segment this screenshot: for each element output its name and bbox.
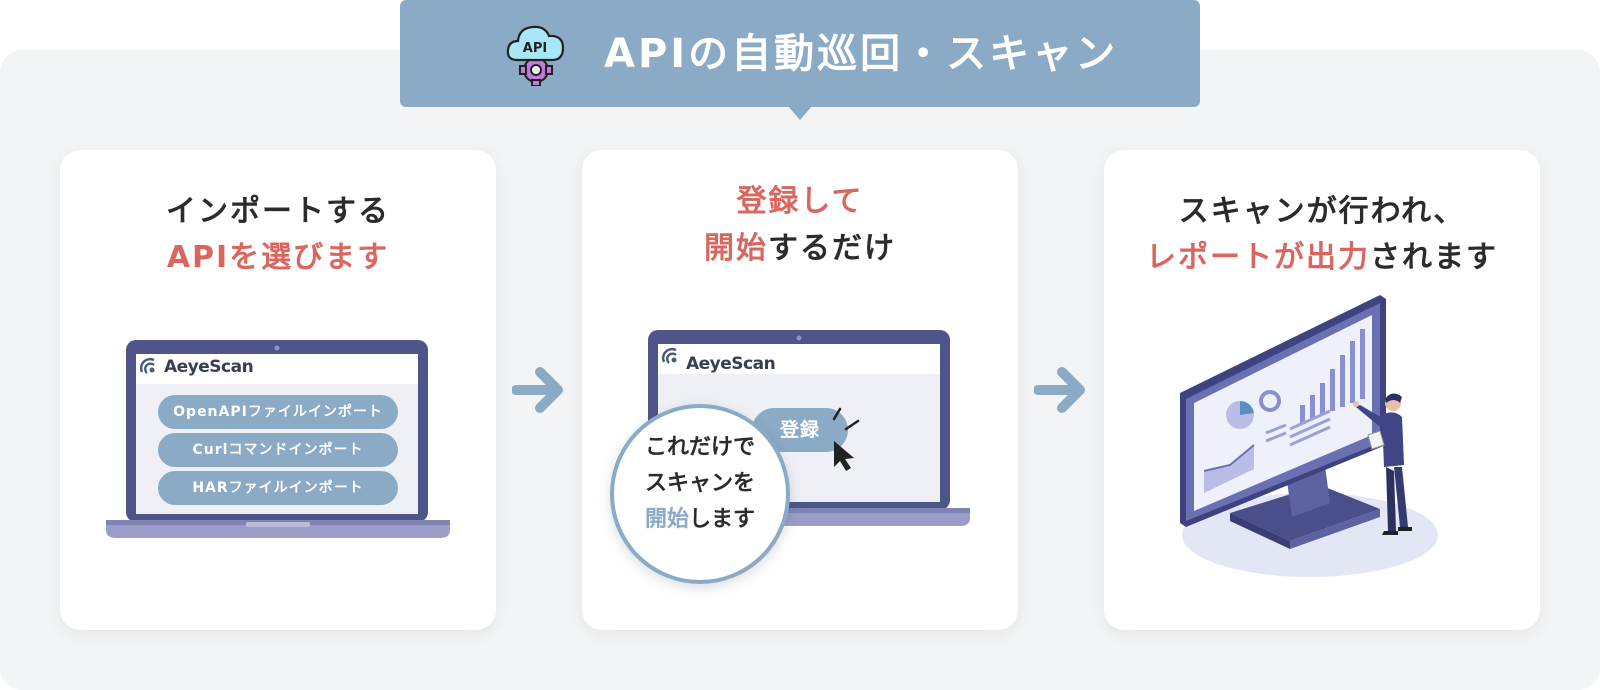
- api-cloud-gear-icon: API: [506, 25, 565, 86]
- step3-heading-black: されます: [1370, 240, 1498, 275]
- step1-heading-line2: APIを選びます: [166, 240, 390, 275]
- step2-heading-black: するだけ: [768, 231, 896, 266]
- callout-line1: これだけで: [644, 435, 755, 460]
- monitor-report-person-icon: [1180, 295, 1438, 577]
- banner-icon-text: API: [523, 41, 547, 56]
- openapi-import-button[interactable]: OpenAPIファイルインポート: [158, 395, 398, 429]
- arrow-right-icon: [1034, 367, 1085, 413]
- step1-heading-line1: インポートする: [166, 194, 390, 229]
- laptop2-logo-text: AeyeScan: [686, 354, 776, 374]
- aeyescan-logo-icon: [661, 347, 677, 364]
- callout-line3-blue: 開始: [644, 507, 689, 532]
- aeyescan-logo-icon: [139, 357, 155, 374]
- banner-title: APIの自動巡回・スキャン: [604, 31, 1119, 77]
- step2-heading-line2: 開始するだけ: [582, 225, 1018, 272]
- step3-heading-red: レポートが出力: [1146, 240, 1370, 275]
- har-import-button[interactable]: HARファイルインポート: [158, 471, 398, 505]
- callout-circle: これだけで スキャンを 開始します: [610, 404, 790, 584]
- cursor-click-icon: [832, 407, 860, 471]
- person-figure: [1353, 393, 1412, 535]
- step2-heading-red: 開始: [704, 231, 768, 266]
- step3-heading-line1: スキャンが行われ、: [1178, 194, 1466, 229]
- callout-line3: 開始します: [614, 502, 786, 538]
- banner-pointer: [787, 105, 813, 120]
- arrow-right-icon: [512, 367, 563, 413]
- step2-heading-line1: 登録して: [736, 184, 864, 219]
- curl-import-button[interactable]: Curlコマンドインポート: [158, 433, 398, 467]
- step3-heading-line2: レポートが出力されます: [1104, 234, 1540, 281]
- callout-line3-black: します: [689, 507, 756, 532]
- laptop1-logo-text: AeyeScan: [164, 357, 254, 377]
- callout-line2: スキャンを: [644, 471, 755, 496]
